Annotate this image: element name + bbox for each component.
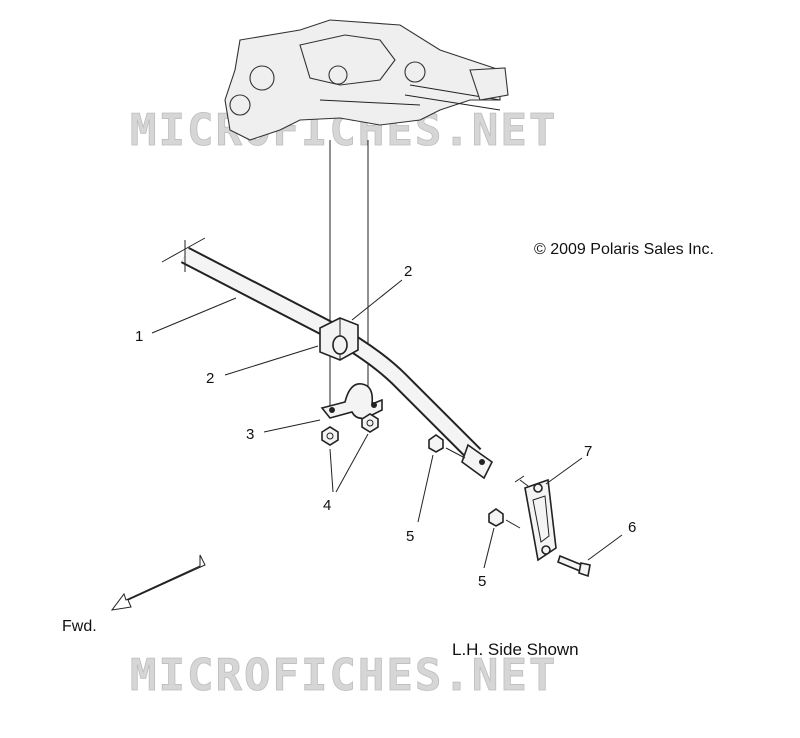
frame-assembly <box>224 19 509 141</box>
clamp <box>320 383 383 420</box>
nuts <box>321 413 379 446</box>
callout-2-lower: 2 <box>206 370 214 387</box>
watermark-bottom: MICROFICHES.NET <box>130 650 557 701</box>
callout-5-lower: 5 <box>478 573 486 590</box>
link-nuts <box>428 434 521 529</box>
stabilizer-link <box>514 475 557 562</box>
callout-3: 3 <box>246 426 254 443</box>
forward-arrow-icon <box>110 554 206 611</box>
callout-2-upper: 2 <box>404 263 412 280</box>
forward-label: Fwd. <box>62 618 97 635</box>
callout-4: 4 <box>323 497 331 514</box>
leader-lines <box>151 279 623 569</box>
bushing <box>319 317 359 361</box>
side-shown-note: L.H. Side Shown <box>452 640 579 659</box>
callout-5-upper: 5 <box>406 528 414 545</box>
copyright-text: © 2009 Polaris Sales Inc. <box>534 241 714 258</box>
callout-7: 7 <box>584 443 592 460</box>
callout-6: 6 <box>628 519 636 536</box>
bolt <box>557 554 591 578</box>
callout-1: 1 <box>135 328 143 345</box>
